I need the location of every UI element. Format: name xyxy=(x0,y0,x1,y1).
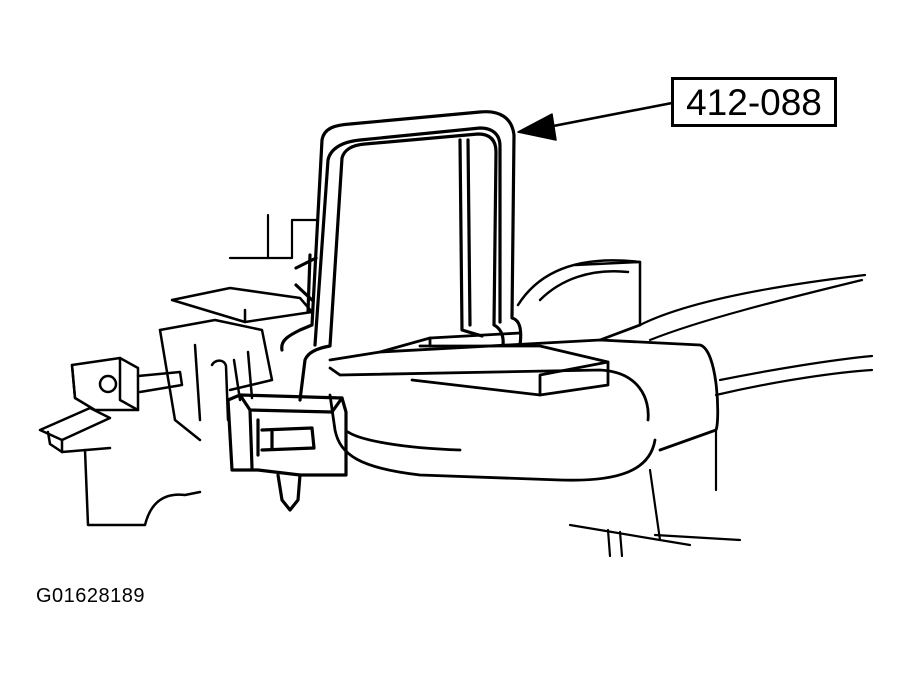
figure-id: G01628189 xyxy=(36,585,146,607)
callout-label-box: 412-088 xyxy=(671,77,837,127)
left-plate xyxy=(40,288,312,525)
base-block xyxy=(330,325,718,480)
pin-bracket xyxy=(72,358,182,410)
callout-label: 412-088 xyxy=(686,81,822,123)
arrow-left-icon xyxy=(518,114,556,140)
latch-clip xyxy=(228,395,346,510)
callout-leader xyxy=(518,103,672,140)
special-tool-handle xyxy=(282,112,521,400)
housing-background xyxy=(230,215,872,556)
curved-cover xyxy=(518,260,640,325)
